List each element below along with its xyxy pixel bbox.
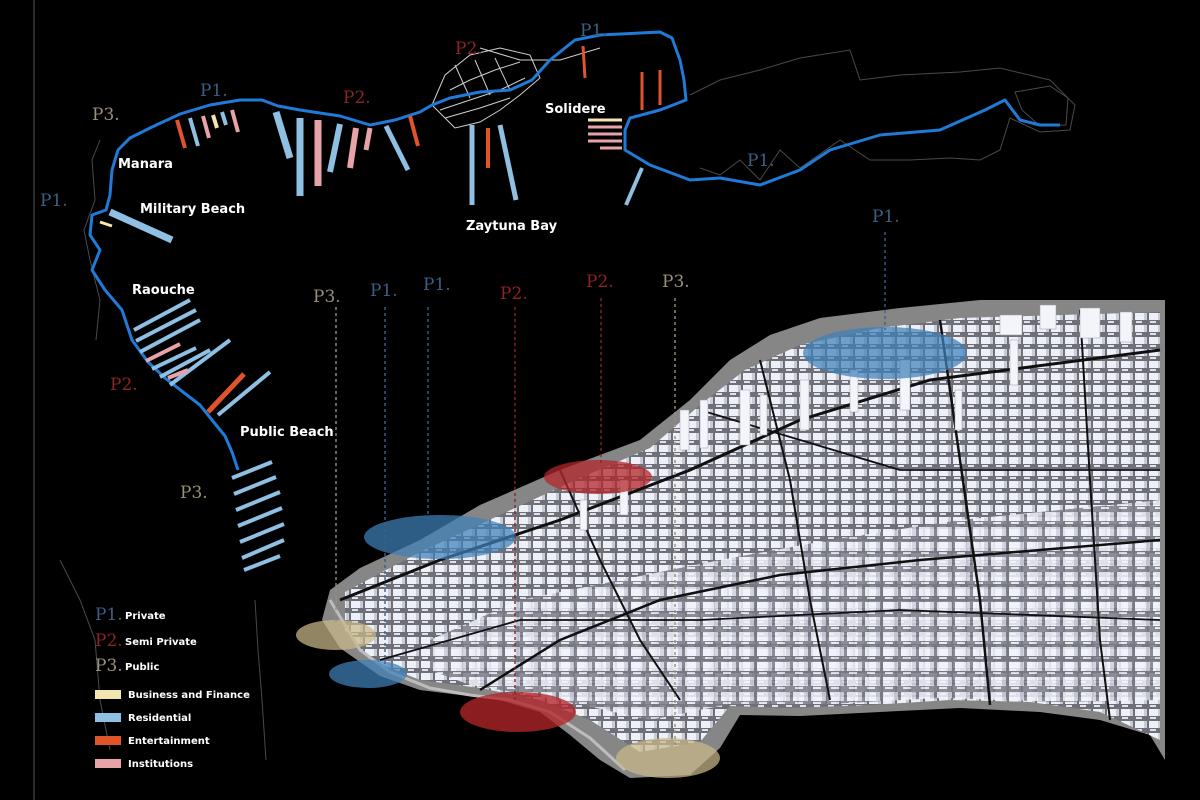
zone-p2-zaytuna: [544, 460, 652, 494]
legend: P1. Private P2. Semi Private P3. Public …: [95, 605, 250, 770]
swatch-residential: [95, 713, 121, 722]
port-structure: [431, 47, 601, 129]
callout-p2-2: P2.: [586, 272, 614, 292]
marker-p1-manara: P1.: [200, 81, 228, 101]
coastline: [88, 30, 1060, 471]
callout-p1-2: P1.: [423, 275, 451, 295]
marker-p1-solidere: P1.: [747, 151, 775, 171]
legend-label-residential: Residential: [128, 713, 191, 724]
zone-p3-beach: [616, 738, 720, 778]
callout-p3-2: P3.: [662, 272, 690, 292]
marker-p3-public: P3.: [180, 483, 208, 503]
callout-p1-3: P1.: [872, 207, 900, 227]
callout-p1-1: P1.: [370, 281, 398, 301]
label-public-beach: Public Beach: [240, 425, 334, 440]
marker-p2-coast: P2.: [343, 88, 371, 108]
legend-label-public: Public: [125, 662, 159, 673]
label-manara: Manara: [118, 157, 173, 172]
land-outline: [59, 49, 1076, 761]
legend-label-entertainment: Entertainment: [128, 736, 210, 747]
marker-p2-port: P2.: [455, 39, 483, 59]
marker-p3-manara: P3.: [92, 105, 120, 125]
legend-code-p1: P1.: [95, 605, 123, 625]
legend-code-p2: P2.: [95, 631, 123, 651]
swatch-institutions: [95, 759, 121, 768]
legend-label-private: Private: [125, 611, 166, 622]
place-labels: Manara Military Beach Raouche Public Bea…: [118, 102, 606, 440]
label-zaytuna-bay: Zaytuna Bay: [466, 219, 558, 234]
towers: [579, 304, 1133, 531]
zone-p1-manara: [364, 515, 516, 559]
legend-label-business: Business and Finance: [128, 690, 250, 701]
zone-ellipses: [296, 327, 967, 778]
legend-code-p3: P3.: [95, 656, 123, 676]
zone-p3-raouche: [296, 620, 376, 650]
swatch-business: [95, 690, 121, 699]
label-raouche: Raouche: [132, 283, 195, 298]
zone-p1-military: [329, 660, 407, 688]
swatch-entertainment: [95, 736, 121, 745]
marker-p2-raouche: P2.: [110, 375, 138, 395]
label-solidere: Solidere: [545, 102, 606, 117]
zone-p1-solidere: [803, 327, 967, 379]
label-military-beach: Military Beach: [140, 202, 245, 217]
category-markers: P3. P1. P2. P2. P1. P1. P1. P2. P3. P3. …: [40, 21, 900, 503]
zone-p2-rock: [460, 692, 576, 732]
marker-p1-military: P1.: [40, 191, 68, 211]
leader-lines: [335, 232, 886, 745]
use-bars: [99, 45, 662, 572]
legend-label-institutions: Institutions: [128, 759, 193, 770]
legend-ownership: P1. Private P2. Semi Private P3. Public: [95, 605, 197, 676]
callout-p3-1: P3.: [313, 287, 341, 307]
legend-uses: Business and Finance Residential Enterta…: [95, 690, 250, 770]
legend-label-semi-private: Semi Private: [125, 637, 197, 648]
callout-p2-1: P2.: [500, 284, 528, 304]
city-model: [322, 300, 1165, 778]
marker-p1-port: P1.: [580, 21, 608, 41]
